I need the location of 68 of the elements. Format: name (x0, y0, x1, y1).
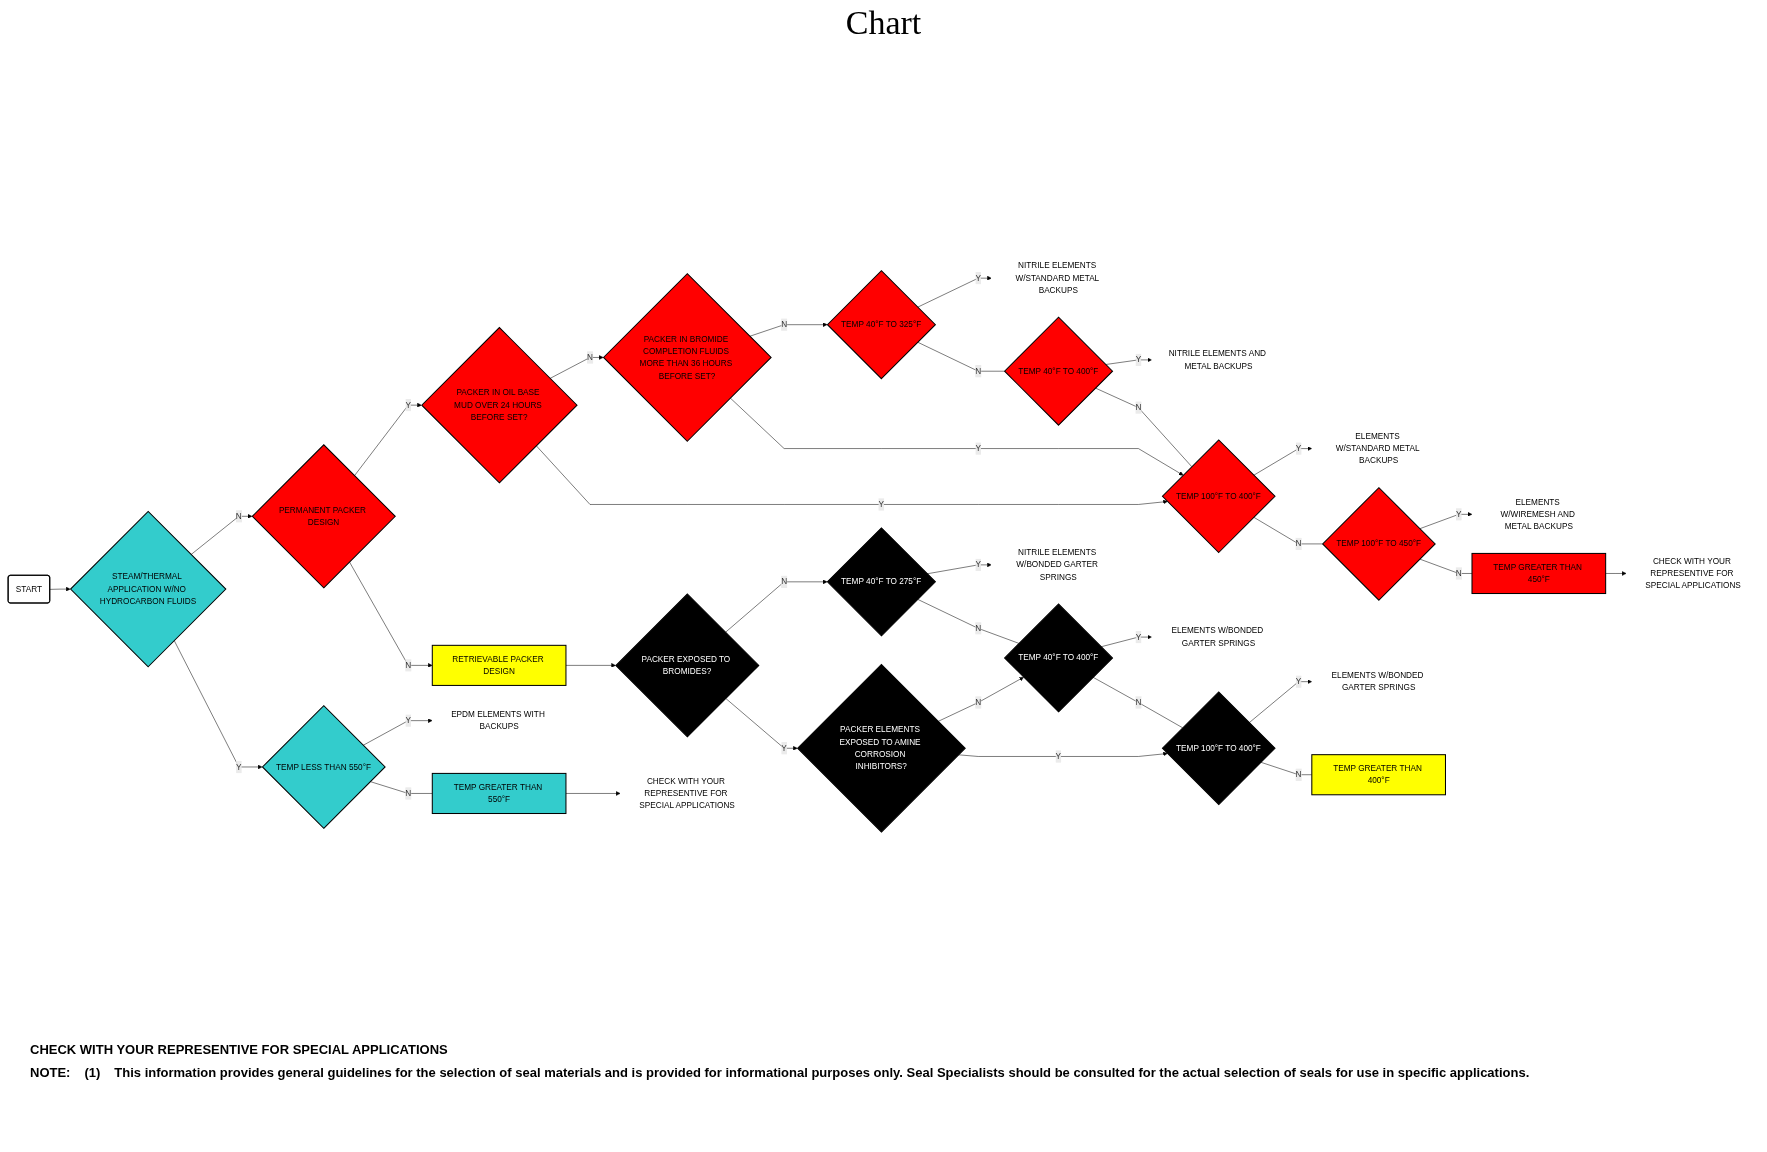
note-text: NOTE: (30, 1065, 71, 1080)
edge-label: Y (235, 762, 242, 772)
note-text: This information provides general guidelines for the selection of seal materials and is provided for informational purposes only. Seal Specialists should be consulted for the actual selection of seals for use in specific applications. (114, 1065, 1530, 1080)
node-diamond: TEMP 100°F TO 450°F (1321, 486, 1436, 601)
node-diamond: PACKER IN BROMIDE COMPLETION FLUIDS MORE THAN 36 HOURS BEFORE SET? (602, 272, 772, 442)
edge-label: N (974, 366, 981, 376)
connector (1092, 676, 1183, 729)
node-text: NITRILE ELEMENTS W/BONDED GARTER SPRINGS (1015, 547, 1098, 582)
connector (916, 599, 1019, 644)
edge-label: Y (877, 499, 884, 509)
node-text: ELEMENTS W/BONDED GARTER SPRINGS (1331, 670, 1423, 692)
edge-label: Y (1055, 751, 1061, 761)
edge-label: Y (405, 400, 411, 410)
node-diamond: TEMP LESS THAN 550°F (261, 704, 386, 830)
node-box: TEMP GREATER THAN 450°F (1470, 552, 1606, 595)
node-diamond: PACKER IN OIL BASE MUD OVER 24 HOURS BEFORE SET? (420, 326, 578, 484)
note-text: (1) (84, 1065, 101, 1080)
edge-label: N (974, 623, 981, 633)
edge-label: N (1295, 539, 1302, 549)
node-text: NITRILE ELEMENTS AND METAL BACKUPS (1168, 349, 1266, 371)
edge-label: Y (1295, 443, 1301, 453)
edge-label: Y (974, 560, 981, 569)
connector (916, 341, 1005, 372)
edge-label: Y (1135, 355, 1141, 365)
connector (1253, 517, 1323, 545)
edge-label: N (780, 320, 787, 329)
node-box: RETRIEVABLE PACKER DESIGN (431, 644, 566, 686)
edge-label: N (1295, 770, 1302, 779)
node-text: CHECK WITH YOUR REPRESENTIVE FOR SPECIAL APPLICATIONS (1644, 556, 1741, 590)
edge-label: N (404, 788, 411, 798)
edge-label: N (235, 511, 242, 521)
edge-label: N (404, 660, 411, 670)
edge-label: Y (1455, 509, 1461, 519)
node-text: ELEMENTS W/BONDED GARTER SPRINGS (1170, 626, 1263, 648)
node-text: CHECK WITH YOUR REPRESENTIVE FOR SPECIAL APPLICATIONS (638, 776, 735, 810)
edge-label: Y (405, 716, 411, 725)
node-text: ELEMENTS W/WIREMESH AND METAL BACKUPS (1499, 497, 1575, 531)
node-text: ELEMENTS W/STANDARD METAL BACKUPS (1335, 431, 1419, 466)
title: Chart (844, 4, 923, 42)
node-diamond: TEMP 40°F TO 275°F (826, 527, 936, 637)
edge-label: N (780, 577, 787, 586)
node-text: NITRILE ELEMENTS W/STANDARD METAL BACKUPS (1014, 261, 1099, 295)
connector (1419, 558, 1472, 574)
edge-label: Y (1135, 632, 1141, 642)
edge-label: N (1134, 402, 1141, 412)
node-box: TEMP GREATER THAN 400°F (1310, 754, 1446, 796)
connector (1260, 761, 1312, 775)
edge-label: Y (974, 273, 981, 283)
edge-label: N (1455, 568, 1462, 578)
edge-label: Y (1295, 677, 1301, 686)
node-diamond: TEMP 40°F TO 325°F (826, 270, 936, 380)
node-diamond: TEMP 40°F TO 400°F (1003, 603, 1113, 713)
node-text: EPDM ELEMENTS WITH BACKUPS (450, 709, 545, 731)
edge-label: Y (780, 743, 787, 753)
edge-label: Y (974, 443, 981, 453)
note-text: CHECK WITH YOUR REPRESENTIVE FOR SPECIAL APPLICATIONS (30, 1042, 449, 1057)
node-diamond: TEMP 100°F TO 400°F (1161, 439, 1276, 554)
node-diamond: PACKER ELEMENTS EXPOSED TO AMINE CORROSION INHIBITORS? (796, 663, 966, 833)
edge-label: N (974, 697, 981, 707)
node-box: TEMP GREATER THAN 550°F (431, 772, 566, 815)
node-diamond: STEAM/THERMAL APPLICATION W/NO HYDROCARBON FLUIDS (69, 510, 227, 668)
node-diamond: TEMP 40°F TO 400°F (1003, 316, 1113, 426)
node-diamond: PERMANENT PACKER DESIGN (251, 444, 396, 589)
edge-label: N (586, 352, 593, 362)
edge-label: N (1134, 697, 1141, 707)
node-diamond: TEMP 100°F TO 400°F (1161, 691, 1276, 806)
connector (1094, 387, 1192, 467)
node-diamond: PACKER EXPOSED TO BROMIDES? (614, 593, 759, 738)
